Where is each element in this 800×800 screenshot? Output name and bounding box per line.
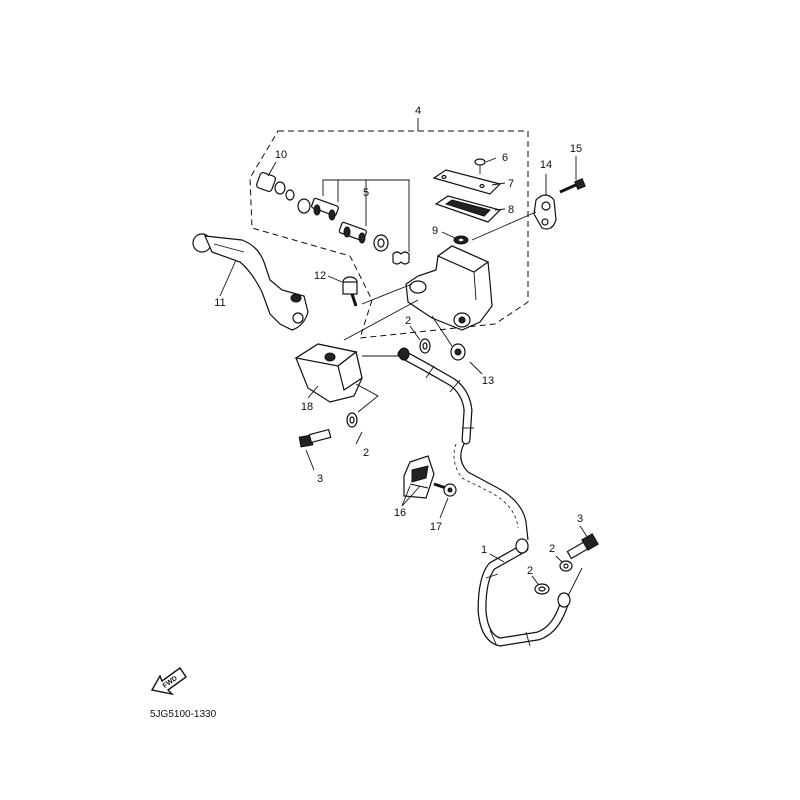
leader-10: [267, 161, 277, 177]
bolt-part-17: [433, 482, 457, 497]
pivot-bolt-part-12: [342, 276, 358, 307]
clamp-part-14: [533, 194, 557, 230]
holder-part-18: [294, 343, 363, 403]
washer-part-2-lower-left: [534, 583, 550, 595]
part-label-4: 4: [415, 105, 421, 117]
part-label-2-lower-left: 2: [527, 565, 533, 577]
forward-arrow-icon: FWD: [150, 667, 187, 696]
part-label-2-lower-right: 2: [549, 543, 555, 555]
part-label-6: 6: [502, 152, 508, 164]
bolt-part-3-right: [566, 533, 599, 560]
part-label-5: 5: [363, 187, 369, 199]
piston-kit-part-5: [297, 197, 410, 265]
hose-part-1: [397, 347, 571, 647]
part-label-8: 8: [508, 204, 514, 216]
diagram-code: 5JG5100-1330: [150, 709, 217, 720]
reservoir-cap-part-7: [432, 169, 502, 195]
union-bolt-part-13: [450, 343, 466, 361]
lever-part-11: [192, 233, 309, 331]
part-label-7: 7: [508, 178, 514, 190]
part-label-2-middle: 2: [363, 447, 369, 459]
leader-16: [401, 485, 421, 507]
part-label-3-left: 3: [317, 473, 323, 485]
part-label-13: 13: [482, 375, 494, 387]
washer-part-2-lower-right: [559, 560, 573, 572]
part-label-10: 10: [275, 149, 287, 161]
screw-part-6: [474, 158, 486, 174]
part-label-14: 14: [540, 159, 552, 171]
master-cylinder-body: [405, 245, 493, 331]
part-label-2-upper: 2: [405, 315, 411, 327]
part-label-18: 18: [301, 401, 313, 413]
part-label-16: 16: [394, 507, 406, 519]
part-label-3-right: 3: [577, 513, 583, 525]
part-label-15: 15: [570, 143, 582, 155]
part-label-9: 9: [432, 225, 438, 237]
assembly-group-outline: [249, 130, 529, 339]
washer-part-2-middle: [346, 412, 358, 428]
bolt-part-3-left: [298, 428, 332, 448]
part-label-1: 1: [481, 544, 487, 556]
washer-part-9: [453, 235, 469, 245]
part-label-17: 17: [430, 521, 442, 533]
clip-part-16: [403, 455, 435, 499]
part-label-12: 12: [314, 270, 326, 282]
cap-part-10: [255, 171, 295, 201]
washer-part-2-upper: [419, 338, 431, 354]
diaphragm-part-8: [434, 195, 502, 223]
bolt-part-15: [559, 178, 586, 194]
part-label-11: 11: [214, 297, 225, 309]
